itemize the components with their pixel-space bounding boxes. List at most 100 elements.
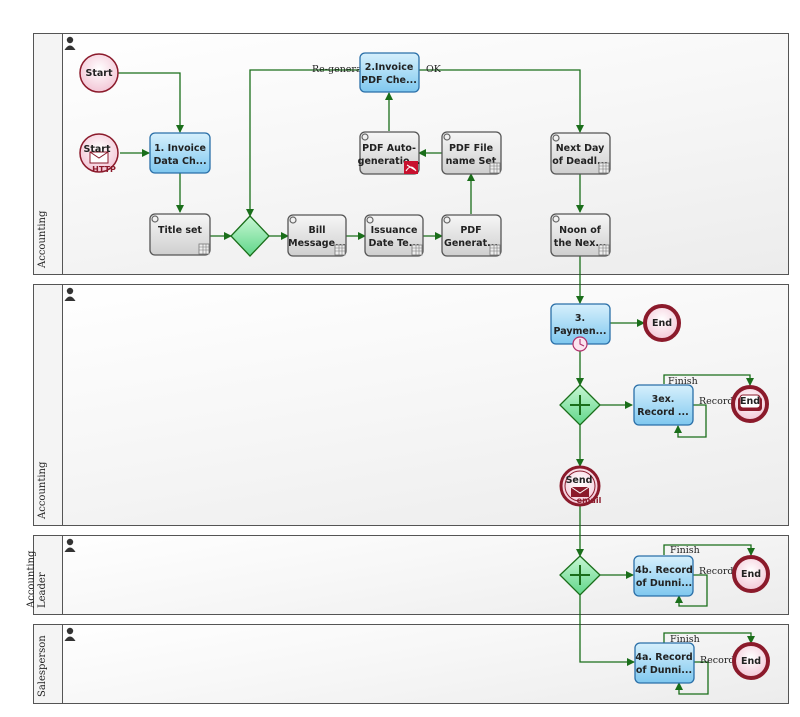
- start-label: Start: [85, 68, 112, 79]
- task-label-line: PDF: [460, 225, 481, 236]
- parallel-gateway[interactable]: [559, 384, 601, 426]
- gear-icon: [552, 215, 560, 223]
- label-record: Record: [700, 655, 734, 666]
- task-label-line: 1. Invoice: [154, 143, 206, 154]
- task-issuance-date[interactable]: Issuance Date Te...: [364, 214, 424, 257]
- end-event[interactable]: End: [643, 304, 681, 342]
- task-3ex-record[interactable]: 3ex. Record ...: [633, 384, 694, 426]
- label-finish: Finish: [668, 376, 698, 387]
- task-label-line: generatio...: [358, 156, 421, 167]
- plus-icon: [570, 565, 590, 585]
- flow-regenerate: [246, 69, 359, 217]
- end-label: End: [652, 318, 672, 329]
- gear-icon: [366, 216, 374, 224]
- lane-header: Accounting: [34, 285, 63, 525]
- task-pdf-filename-set[interactable]: PDF File name Set: [441, 131, 502, 175]
- label-finish: Finish: [670, 634, 700, 645]
- flow-start-to-invoice: [118, 72, 184, 133]
- task-label-line: Paymen...: [554, 326, 607, 337]
- task-label-line: Noon of: [559, 225, 602, 236]
- user-icon: [64, 36, 76, 50]
- email-label: email: [577, 496, 602, 505]
- label-record: Record: [699, 396, 733, 407]
- task-pdf-autogeneration[interactable]: PDF Auto- generatio...: [358, 131, 421, 175]
- table-icon: [489, 244, 501, 256]
- gear-icon: [552, 134, 560, 142]
- table-icon: [334, 244, 346, 256]
- label-finish: Finish: [670, 545, 700, 556]
- flow-ok: [419, 69, 584, 133]
- task-next-day-of-deadline[interactable]: Next Day of Deadl...: [550, 132, 611, 175]
- task-label-line: Generat...: [444, 238, 498, 249]
- task-bill-message[interactable]: Bill Message...: [287, 214, 347, 257]
- task-pdf-generate[interactable]: PDF Generat...: [441, 214, 502, 257]
- gear-icon: [151, 215, 159, 223]
- lane-header: Salesperson: [34, 625, 63, 703]
- gear-icon: [289, 216, 297, 224]
- parallel-gateway-2[interactable]: [559, 555, 601, 596]
- task-label-line: of Dunni...: [636, 665, 692, 676]
- table-icon: [598, 244, 610, 256]
- start-event[interactable]: Start: [79, 53, 119, 93]
- flow-gateway2-to-4a: [579, 595, 635, 666]
- send-email-event[interactable]: Send email: [559, 465, 602, 507]
- task-label-line: Message...: [288, 238, 346, 249]
- table-icon: [489, 162, 501, 174]
- task-label-line: of Dunni...: [636, 578, 692, 589]
- task-label-line: Issuance: [371, 225, 418, 236]
- label-ok: OK: [426, 64, 442, 75]
- table-icon: [598, 162, 610, 174]
- table-icon: [411, 244, 423, 256]
- timer-icon: [572, 336, 588, 352]
- flow-3ex-record: [674, 404, 707, 438]
- gear-icon: [443, 133, 451, 141]
- task-label-line: Data Ch...: [153, 156, 206, 167]
- user-icon: [64, 287, 76, 301]
- task-payment[interactable]: 3. Paymen...: [550, 303, 611, 352]
- table-icon: [198, 243, 210, 255]
- task-label-line: Next Day: [556, 143, 605, 154]
- task-label-line: Bill: [308, 225, 325, 236]
- task-label-line: 4b. Record: [635, 565, 693, 576]
- http-start-event[interactable]: Start HTTP: [79, 133, 119, 174]
- lane-header: Accounting: [34, 34, 63, 274]
- task-label-line: the Nex...: [554, 238, 606, 249]
- flow-4a-finish: [663, 632, 755, 644]
- cancel-end-event[interactable]: End: [731, 385, 769, 423]
- task-title-set[interactable]: Title set: [149, 213, 211, 256]
- task-label-line: Record ...: [637, 407, 689, 418]
- edge-labels: Re-generate OK Finish Record Finish Reco…: [312, 64, 734, 666]
- task-4a-record[interactable]: 4a. Record of Dunni...: [634, 642, 695, 684]
- task-noon-of-next-day[interactable]: Noon of the Nex...: [550, 213, 611, 257]
- plus-icon: [570, 395, 590, 415]
- gear-icon: [443, 216, 451, 224]
- task-invoice-pdf-check[interactable]: 2.Invoice PDF Che...: [359, 52, 420, 93]
- task-label-line: 2.Invoice: [365, 62, 414, 73]
- end-label: End: [741, 569, 761, 580]
- flow-4b-finish: [663, 544, 755, 556]
- task-label-line: Title set: [158, 225, 202, 236]
- user-icon: [64, 627, 76, 641]
- task-label-line: PDF File: [449, 143, 493, 154]
- exclusive-gateway[interactable]: [230, 215, 270, 257]
- task-4b-record[interactable]: 4b. Record of Dunni...: [633, 555, 694, 597]
- user-icon: [64, 538, 76, 552]
- end-label: End: [740, 396, 760, 407]
- sales-end-event[interactable]: End: [732, 642, 770, 680]
- task-label-line: 4a. Record: [635, 652, 692, 663]
- task-label-line: name Set: [446, 156, 497, 167]
- http-label: HTTP: [92, 165, 116, 174]
- lane-header: Accounting Leader: [26, 536, 63, 614]
- pdf-icon: [404, 161, 418, 174]
- leader-end-event[interactable]: End: [732, 555, 770, 593]
- end-label: End: [741, 656, 761, 667]
- flow-4a-record: [675, 661, 709, 695]
- label-regenerate: Re-generate: [312, 64, 371, 75]
- task-label-line: 3.: [575, 313, 585, 324]
- flow-4b-record: [675, 574, 708, 607]
- task-invoice-data-check[interactable]: 1. Invoice Data Ch...: [149, 132, 211, 174]
- sequence-flows: [118, 69, 755, 695]
- task-label-line: PDF Che...: [361, 75, 417, 86]
- task-label-line: PDF Auto-: [362, 143, 416, 154]
